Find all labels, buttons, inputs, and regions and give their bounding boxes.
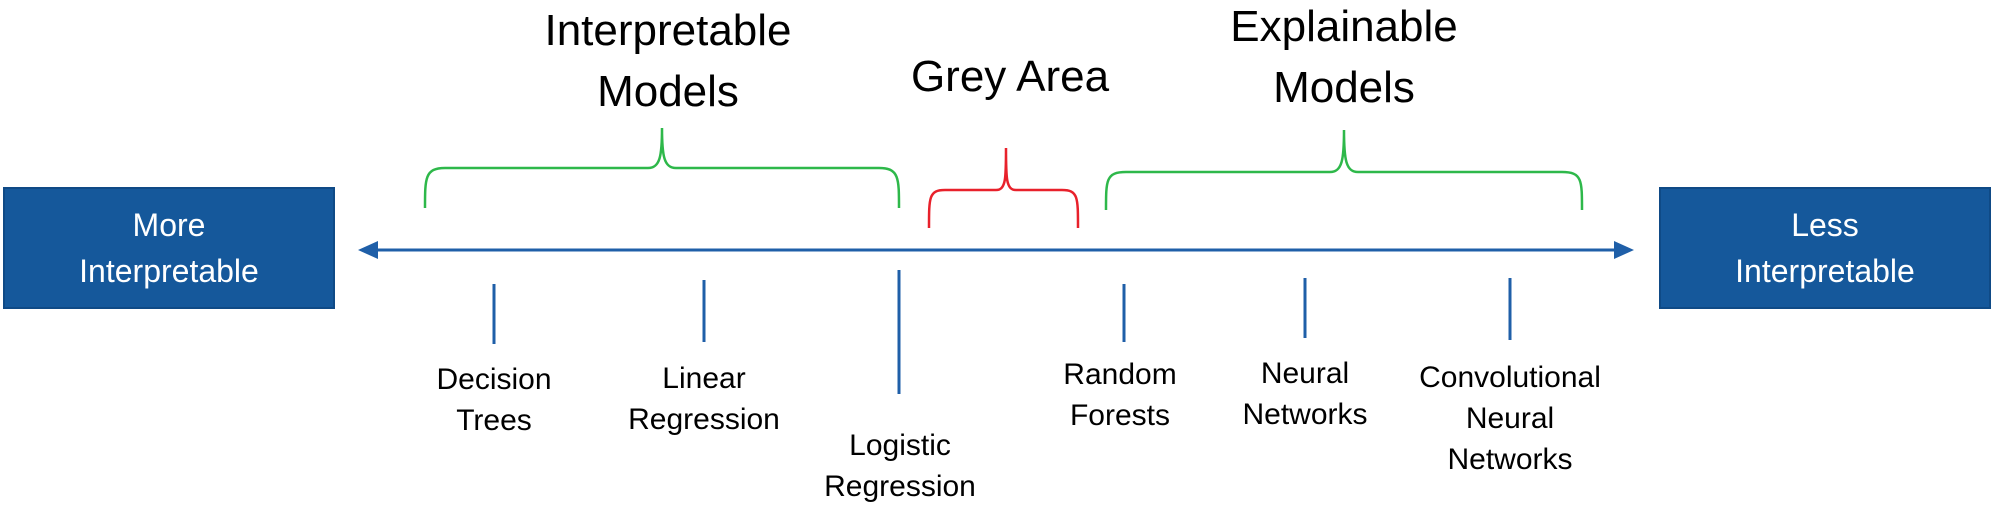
grey-area-bracket (927, 147, 1080, 229)
explainable-models-heading: Explainable Models (1184, 0, 1504, 118)
logistic-regression-line1: Logistic (849, 429, 951, 462)
cnn-line3: Networks (1447, 443, 1573, 476)
interpretable-heading-line1: Interpretable (544, 6, 792, 55)
decision-trees-line1: Decision (436, 363, 552, 396)
label-logistic-regression: Logistic Regression (770, 425, 1030, 507)
cnn-line2: Neural (1465, 402, 1555, 435)
axis-left-arrowhead (358, 241, 378, 259)
box-left-line2: Interpretable (79, 253, 259, 289)
box-left-line1: More (132, 207, 206, 243)
explainable-heading-line1: Explainable (1230, 2, 1458, 51)
box-right-line1: Less (1791, 207, 1859, 243)
random-forests-line2: Forests (1069, 399, 1171, 432)
neural-networks-line1: Neural (1260, 357, 1350, 390)
interpretable-models-bracket (423, 127, 901, 209)
logistic-regression-line2: Regression (824, 470, 976, 503)
more-interpretable-box: More Interpretable (3, 187, 335, 309)
label-random-forests: Random Forests (990, 354, 1250, 436)
grey-heading-line1: Grey Area (910, 52, 1110, 101)
box-right-line2: Interpretable (1735, 253, 1915, 289)
label-neural-networks: Neural Networks (1175, 353, 1435, 435)
explainable-models-bracket (1104, 129, 1584, 211)
interpretable-models-heading: Interpretable Models (508, 0, 828, 122)
linear-regression-line1: Linear (662, 362, 746, 395)
axis-right-arrowhead (1614, 241, 1634, 259)
less-interpretable-box: Less Interpretable (1659, 187, 1991, 309)
interpretable-heading-line2: Models (597, 67, 739, 116)
cnn-line1: Convolutional (1419, 361, 1601, 394)
grey-area-heading: Grey Area (880, 46, 1140, 107)
random-forests-line1: Random (1063, 358, 1177, 391)
label-decision-trees: Decision Trees (364, 359, 624, 441)
label-convolutional-neural-networks: Convolutional Neural Networks (1380, 357, 1640, 480)
neural-networks-line2: Networks (1242, 398, 1368, 431)
decision-trees-line2: Trees (456, 404, 532, 437)
label-linear-regression: Linear Regression (574, 358, 834, 440)
explainable-heading-line2: Models (1273, 63, 1415, 112)
linear-regression-line2: Regression (628, 403, 780, 436)
